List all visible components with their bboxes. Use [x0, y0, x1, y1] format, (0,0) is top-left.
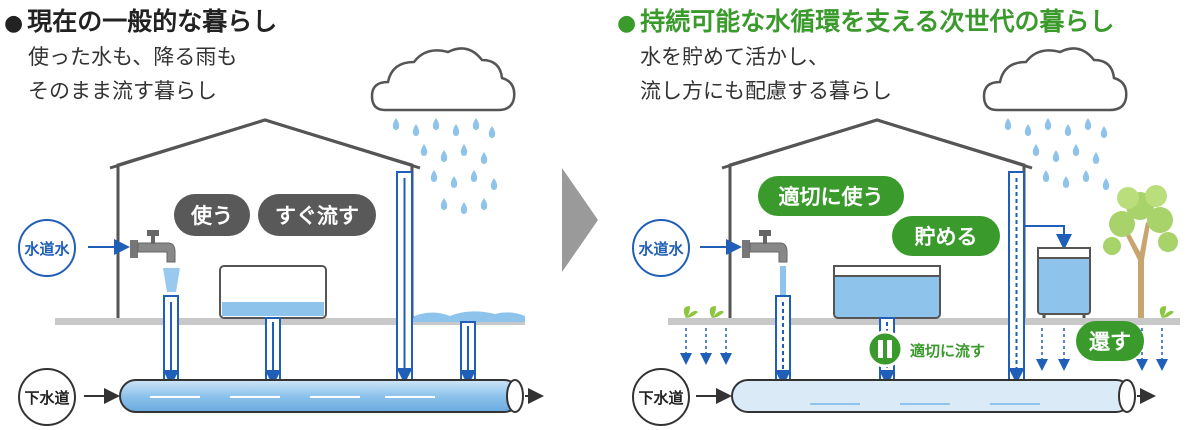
- bullet-dot: ●: [617, 11, 637, 36]
- sewer-pipe: [119, 379, 544, 413]
- sprout-icons: [683, 306, 1174, 318]
- right-desc-line2: 流し方にも配慮する暮らし: [640, 79, 892, 103]
- right-scene: [668, 47, 1180, 413]
- pill-return: 還す: [1076, 321, 1144, 361]
- ground-line: [668, 318, 1180, 325]
- cloud-icon: [982, 47, 1128, 112]
- faucet-icon: [742, 230, 788, 263]
- tap-water-label: 水道水: [18, 219, 76, 277]
- pause-icon: [866, 330, 904, 368]
- right-heading-text: 持続可能な水循環を支える次世代の暮らし: [640, 7, 1115, 36]
- tap-water-label: 水道水: [632, 219, 690, 277]
- pill-proper-use: 適切に使う: [758, 176, 904, 216]
- left-heading-text: 現在の一般的な暮らし: [27, 7, 278, 36]
- puddle: [410, 311, 525, 322]
- ground-line: [55, 318, 525, 325]
- left-description: 使った水も、降る雨も そのまま流す暮らし: [28, 40, 237, 108]
- infiltration-arrows-left: [680, 328, 732, 365]
- drain-pipe-puddle: [460, 321, 476, 386]
- sewer-pipe: [731, 379, 1156, 413]
- drain-pipe-bath: [265, 317, 281, 386]
- right-heading: ●持続可能な水循環を支える次世代の暮らし: [617, 2, 1114, 38]
- drain-pipe-sink: [775, 295, 791, 386]
- left-desc-line2: そのまま流す暮らし: [28, 79, 217, 103]
- left-heading: ●現在の一般的な暮らし: [4, 2, 277, 38]
- sewer-label: 下水道: [632, 368, 690, 426]
- proper-flow-label: 適切に流す: [910, 342, 986, 360]
- drain-pipe-sink: [163, 295, 179, 386]
- right-description: 水を貯めて活かし、 流し方にも配慮する暮らし: [640, 40, 892, 108]
- pill-flush: すぐ流す: [258, 194, 376, 236]
- sewer-label: 下水道: [18, 368, 76, 426]
- divider-chevron: [562, 168, 598, 272]
- pill-store: 貯める: [892, 216, 1000, 256]
- cloud-icon: [370, 47, 516, 112]
- pill-use: 使う: [174, 194, 250, 236]
- bullet-dot: ●: [4, 11, 24, 36]
- tree-icon: [1103, 185, 1178, 318]
- rain-tank: [1037, 247, 1091, 318]
- faucet-icon: [130, 230, 176, 263]
- right-desc-line1: 水を貯めて活かし、: [640, 45, 829, 69]
- left-desc-line1: 使った水も、降る雨も: [28, 45, 238, 69]
